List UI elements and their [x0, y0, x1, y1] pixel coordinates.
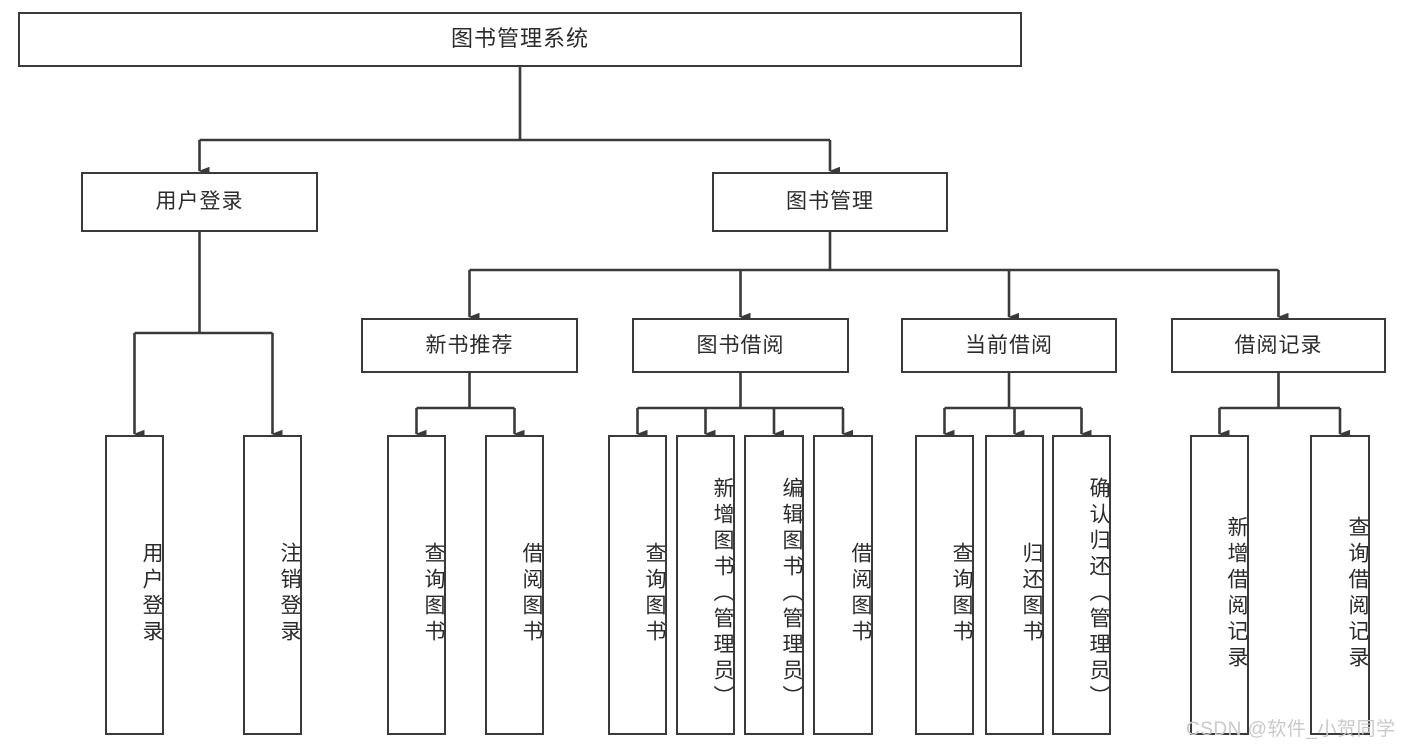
node-label: 借阅图书 [849, 542, 872, 646]
leaf-add-book-admin[interactable]: 新增图书（管理员） [676, 435, 735, 735]
node-borrow-record[interactable]: 借阅记录 [1171, 318, 1386, 373]
node-label: 注销登录 [278, 542, 301, 646]
leaf-query-book-recommend[interactable]: 查询图书 [387, 435, 446, 735]
leaf-borrow-book[interactable]: 借阅图书 [813, 435, 873, 735]
node-label: 图书管理 [786, 190, 874, 214]
node-new-book-recommend[interactable]: 新书推荐 [361, 318, 578, 373]
leaf-confirm-return-admin[interactable]: 确认归还（管理员） [1052, 435, 1111, 735]
node-label: 图书借阅 [696, 333, 785, 357]
watermark: CSDN @软件_小贺同学 [1186, 719, 1396, 740]
node-root[interactable]: 图书管理系统 [18, 12, 1022, 67]
node-label: 查询图书 [422, 542, 445, 646]
node-label: 查询借阅记录 [1346, 516, 1369, 672]
leaf-logout[interactable]: 注销登录 [243, 435, 302, 735]
node-current-borrow[interactable]: 当前借阅 [901, 318, 1117, 373]
leaf-edit-book-admin[interactable]: 编辑图书（管理员） [744, 435, 804, 735]
node-label: 查询图书 [643, 542, 666, 646]
node-label: 借阅记录 [1234, 333, 1323, 357]
leaf-query-borrow-record[interactable]: 查询借阅记录 [1310, 435, 1370, 735]
node-label: 查询图书 [950, 542, 973, 646]
node-book-management[interactable]: 图书管理 [712, 172, 948, 232]
node-label: 编辑图书（管理员） [780, 477, 803, 711]
node-label: 新书推荐 [425, 333, 514, 357]
node-label: 确认归还（管理员） [1087, 477, 1110, 711]
node-label: 借阅图书 [520, 542, 543, 646]
leaf-return-book[interactable]: 归还图书 [985, 435, 1044, 735]
node-label: 用户登录 [155, 190, 244, 214]
node-book-borrow[interactable]: 图书借阅 [632, 318, 849, 373]
node-label: 用户登录 [140, 542, 163, 646]
node-user-login[interactable]: 用户登录 [81, 172, 318, 232]
node-label: 归还图书 [1020, 542, 1043, 646]
leaf-add-borrow-record[interactable]: 新增借阅记录 [1190, 435, 1249, 735]
node-label: 新增图书（管理员） [711, 477, 734, 711]
node-label: 当前借阅 [965, 333, 1053, 357]
leaf-user-login[interactable]: 用户登录 [105, 435, 164, 735]
leaf-query-book-borrow[interactable]: 查询图书 [608, 435, 667, 735]
node-label: 新增借阅记录 [1225, 516, 1248, 672]
leaf-query-book-current[interactable]: 查询图书 [915, 435, 974, 735]
node-label: 图书管理系统 [450, 26, 589, 52]
leaf-borrow-book-recommend[interactable]: 借阅图书 [485, 435, 544, 735]
